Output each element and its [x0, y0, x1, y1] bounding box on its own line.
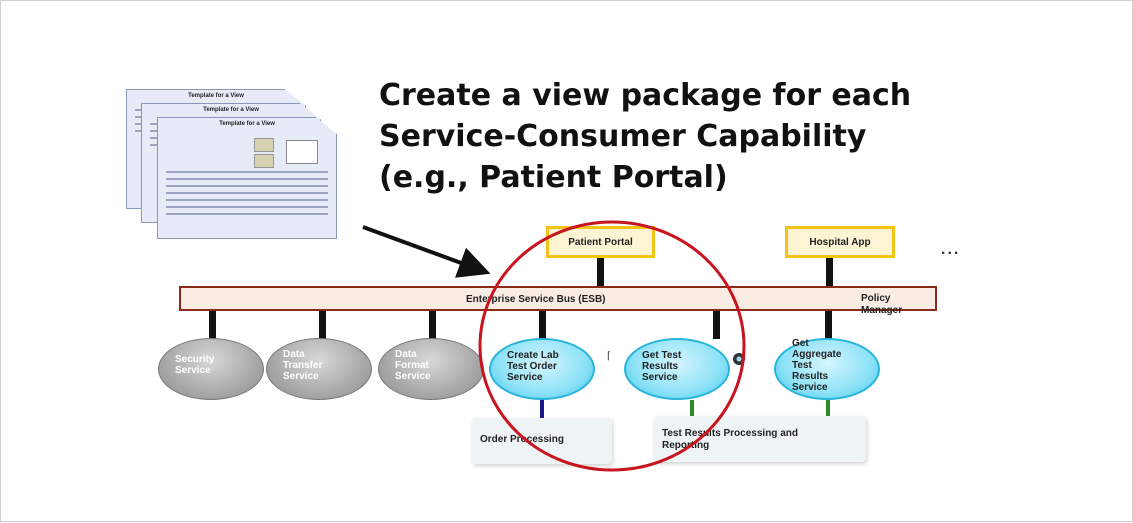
- service-label: Data Transfer Service: [283, 349, 323, 382]
- title-line-1: Create a view package for each: [379, 78, 912, 113]
- service-label: Get Aggregate Test Results Service: [792, 338, 842, 393]
- get-test-results-service: Get Test Results Service: [624, 338, 730, 400]
- service-label: Create Lab Test Order Service: [507, 350, 559, 383]
- connector: [319, 311, 326, 339]
- service-label: Get Test Results Service: [642, 350, 682, 383]
- service-label: Security Service: [175, 354, 215, 376]
- test-results-processing: Test Results Processing and Reporting: [654, 416, 866, 462]
- template-page-title: Template for a View: [188, 93, 244, 99]
- template-page-lines: [166, 166, 328, 220]
- data-format-service: Data Format Service: [378, 338, 484, 400]
- template-page-title: Template for a View: [219, 121, 275, 127]
- template-page-front: Template for a View: [157, 117, 337, 239]
- security-service: Security Service: [158, 338, 264, 400]
- slide-title: Create a view package for each Service-C…: [379, 75, 1019, 198]
- processing-label: Test Results Processing and Reporting: [662, 428, 798, 451]
- create-lab-test-order-service: Create Lab Test Order Service: [489, 338, 595, 400]
- data-transfer-service: Data Transfer Service: [266, 338, 372, 400]
- connector: [539, 311, 546, 339]
- connector: [713, 311, 720, 339]
- service-label: Data Format Service: [395, 349, 431, 382]
- connector: [825, 311, 832, 339]
- thumbnail-image-icon: [254, 138, 274, 152]
- consumer-patient-portal: Patient Portal: [546, 226, 655, 258]
- processing-label: Order Processing: [480, 434, 564, 445]
- connector: [826, 258, 833, 286]
- connector: [597, 258, 604, 286]
- policy-manager-label: Policy Manager: [861, 293, 903, 316]
- results-link: [826, 400, 830, 418]
- title-line-2: Service-Consumer Capability: [379, 119, 867, 154]
- title-line-3: (e.g., Patient Portal): [379, 160, 728, 195]
- thumbnail-image-icon: [254, 154, 274, 168]
- order-link: [540, 400, 544, 418]
- esb-label: Enterprise Service Bus (ESB): [466, 294, 606, 305]
- pointer-arrow: [362, 225, 491, 278]
- more-consumers-ellipsis: ...: [941, 241, 961, 258]
- template-page-title: Template for a View: [203, 107, 259, 113]
- bracket-glyph: ⌈: [607, 351, 611, 362]
- get-aggregate-test-results-service: Get Aggregate Test Results Service: [774, 338, 880, 400]
- callout-box: [286, 140, 318, 164]
- connector: [209, 311, 216, 339]
- gear-cursor-icon: [733, 353, 745, 365]
- consumer-label: Hospital App: [809, 236, 871, 248]
- connector: [429, 311, 436, 339]
- consumer-label: Patient Portal: [568, 236, 633, 248]
- consumer-hospital-app: Hospital App: [785, 226, 895, 258]
- order-processing: Order Processing: [472, 418, 612, 464]
